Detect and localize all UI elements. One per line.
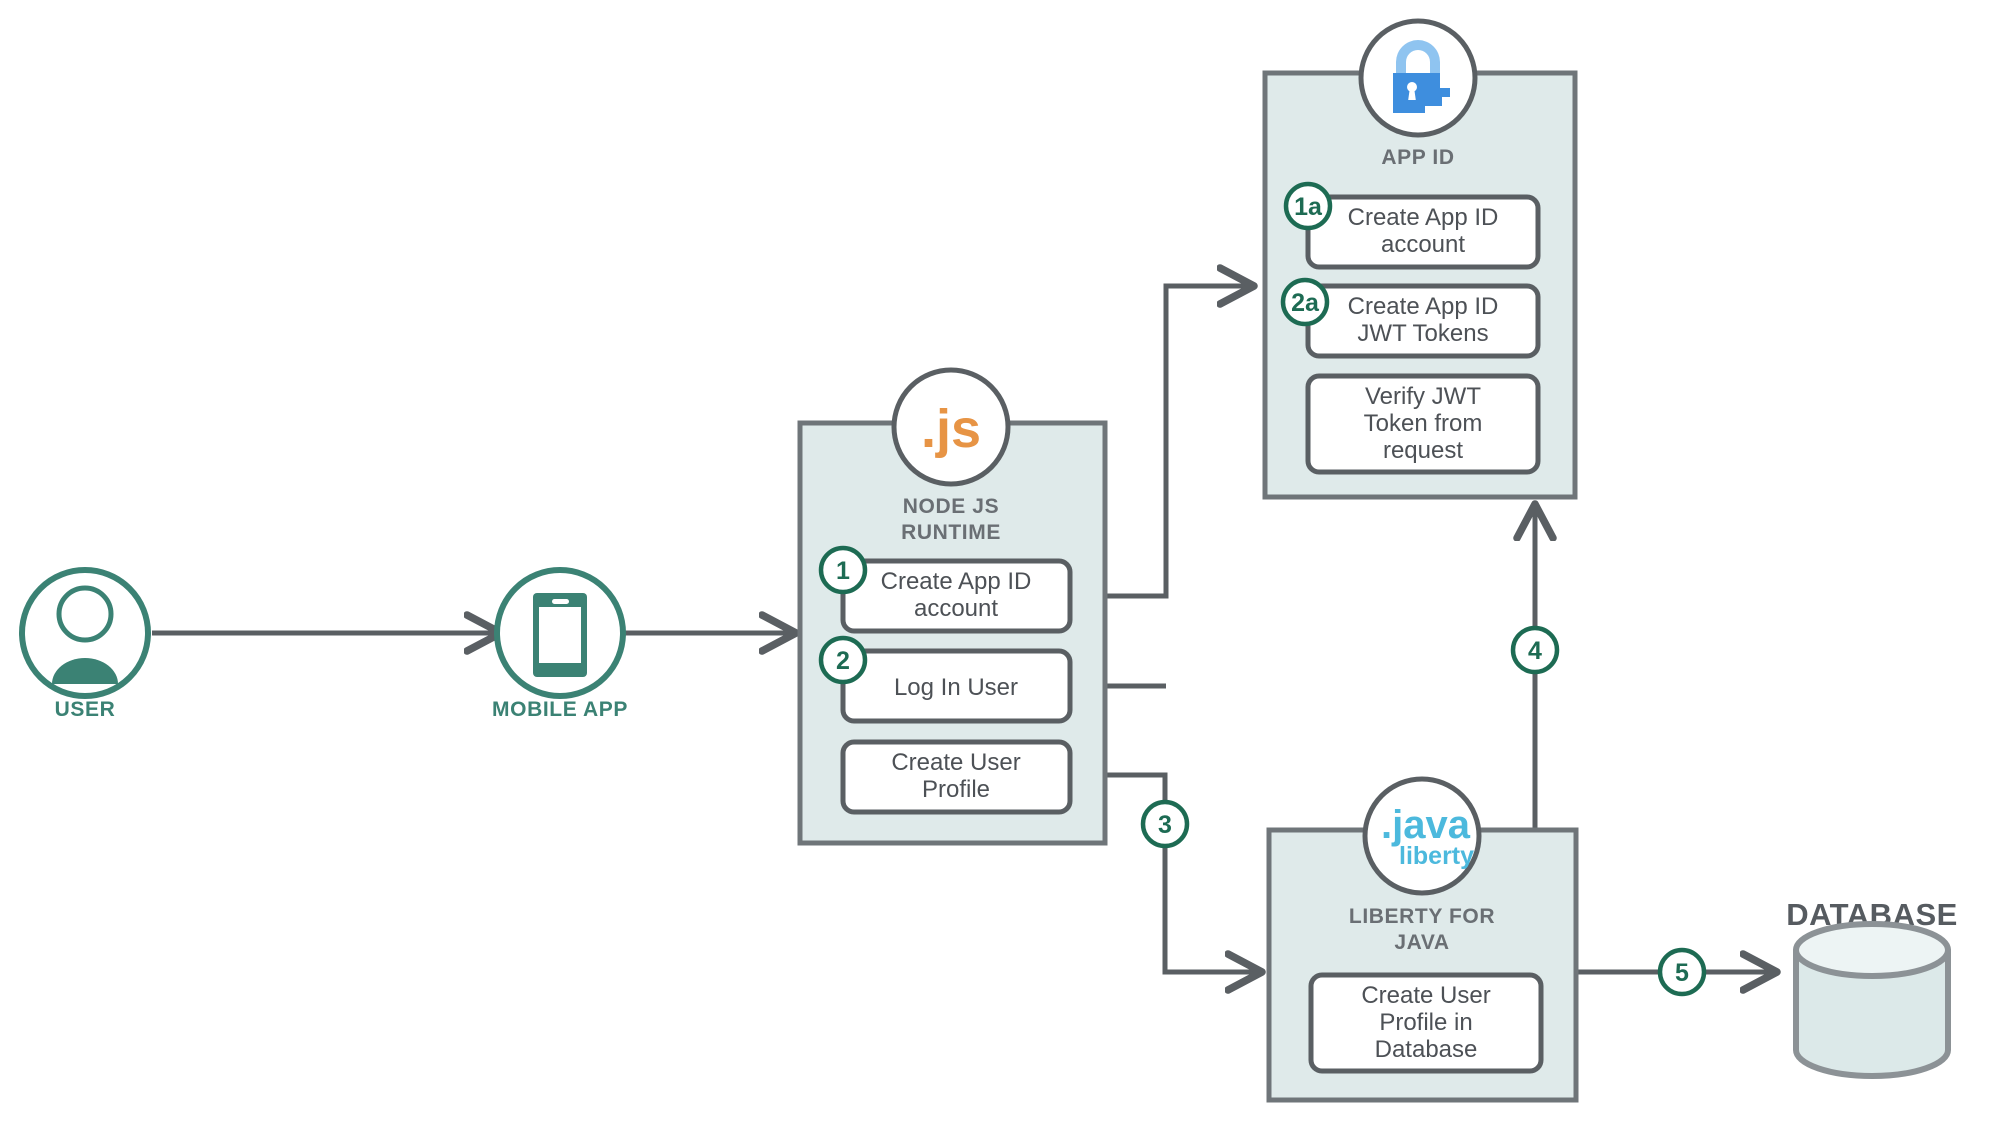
step-badge-5: 5 bbox=[1657, 947, 1707, 997]
liberty-for-java-label-line1: LIBERTY FOR bbox=[1349, 905, 1495, 928]
card-line: account bbox=[1381, 231, 1465, 258]
card-line: Database bbox=[1375, 1036, 1478, 1063]
connector-nodejs-account-to-appid bbox=[1070, 286, 1253, 599]
mobile-app-label: MOBILE APP bbox=[492, 698, 628, 721]
card-line: Create App ID bbox=[1348, 204, 1499, 231]
step-badge-2a: 2a bbox=[1280, 277, 1330, 327]
app-id-label: APP ID bbox=[1381, 146, 1454, 169]
step-badge-3: 3 bbox=[1140, 799, 1190, 849]
card-line: Verify JWT bbox=[1365, 383, 1481, 410]
app-id-card-create-app-id-jwt-tokens[interactable]: Create App ID JWT Tokens bbox=[1305, 283, 1541, 359]
node-js-runtime-label-line2: RUNTIME bbox=[901, 521, 1001, 544]
step-badge-4: 4 bbox=[1510, 625, 1560, 675]
card-line: request bbox=[1383, 437, 1463, 464]
step-badge-label: 3 bbox=[1158, 811, 1172, 839]
node-js-card-log-in-user[interactable]: Log In User bbox=[840, 648, 1073, 724]
svg-text:.js: .js bbox=[921, 399, 981, 459]
step-badge-label: 1 bbox=[836, 557, 850, 585]
card-line: Create App ID bbox=[881, 568, 1032, 595]
database-cylinder-icon bbox=[1793, 921, 1951, 1079]
step-badge-1: 1 bbox=[818, 545, 868, 595]
node-mobile-app[interactable]: MOBILE APP bbox=[492, 567, 628, 721]
app-id-card-create-app-id-account[interactable]: Create App ID account bbox=[1305, 194, 1541, 270]
node-user[interactable]: USER bbox=[19, 567, 151, 721]
connector-nodejs-profile-to-liberty bbox=[1070, 772, 1261, 972]
card-line: JWT Tokens bbox=[1357, 320, 1488, 347]
step-badge-1a: 1a bbox=[1283, 181, 1333, 231]
liberty-card-create-user-profile-in-database[interactable]: Create User Profile in Database bbox=[1308, 972, 1544, 1074]
step-badge-2: 2 bbox=[818, 635, 868, 685]
card-line: Create User bbox=[1361, 982, 1490, 1009]
step-badge-label: 1a bbox=[1294, 193, 1323, 221]
liberty-for-java-label-line2: JAVA bbox=[1394, 931, 1449, 954]
card-line: Create App ID bbox=[1348, 293, 1499, 320]
node-js-runtime-label-line1: NODE JS bbox=[903, 495, 999, 518]
container-node-js-runtime[interactable]: .js NODE JS RUNTIME Create App ID accoun… bbox=[797, 367, 1108, 846]
user-circle bbox=[19, 567, 151, 699]
user-avatar-icon bbox=[52, 585, 118, 684]
user-label: USER bbox=[55, 698, 116, 721]
step-badge-label: 5 bbox=[1675, 959, 1689, 987]
svg-text:.java: .java bbox=[1381, 803, 1471, 847]
card-line: Token from bbox=[1364, 410, 1483, 437]
card-line: Log In User bbox=[894, 674, 1018, 701]
app-id-card-verify-jwt-token[interactable]: Verify JWT Token from request bbox=[1305, 373, 1541, 475]
step-badge-label: 2a bbox=[1291, 289, 1320, 317]
nodejs-dotjs-icon: .js bbox=[891, 367, 1011, 487]
step-badge-label: 4 bbox=[1528, 637, 1542, 665]
node-js-card-create-app-id-account[interactable]: Create App ID account bbox=[840, 558, 1073, 634]
appid-lock-face-icon bbox=[1358, 18, 1478, 138]
svg-text:liberty: liberty bbox=[1399, 842, 1474, 870]
node-js-card-create-user-profile[interactable]: Create User Profile bbox=[840, 739, 1073, 815]
card-line: Create User bbox=[891, 749, 1020, 776]
container-app-id[interactable]: APP ID Create App ID account 1a Create A… bbox=[1262, 18, 1578, 500]
card-line: account bbox=[914, 595, 998, 622]
java-liberty-icon: .java liberty bbox=[1362, 776, 1482, 896]
node-database[interactable]: DATABASE bbox=[1786, 897, 1958, 1079]
container-liberty-for-java[interactable]: .java liberty LIBERTY FOR JAVA Create Us… bbox=[1266, 776, 1579, 1103]
card-line: Profile in bbox=[1379, 1009, 1472, 1036]
mobile-phone-icon bbox=[533, 593, 587, 677]
step-badge-label: 2 bbox=[836, 647, 850, 675]
card-line: Profile bbox=[922, 776, 990, 803]
